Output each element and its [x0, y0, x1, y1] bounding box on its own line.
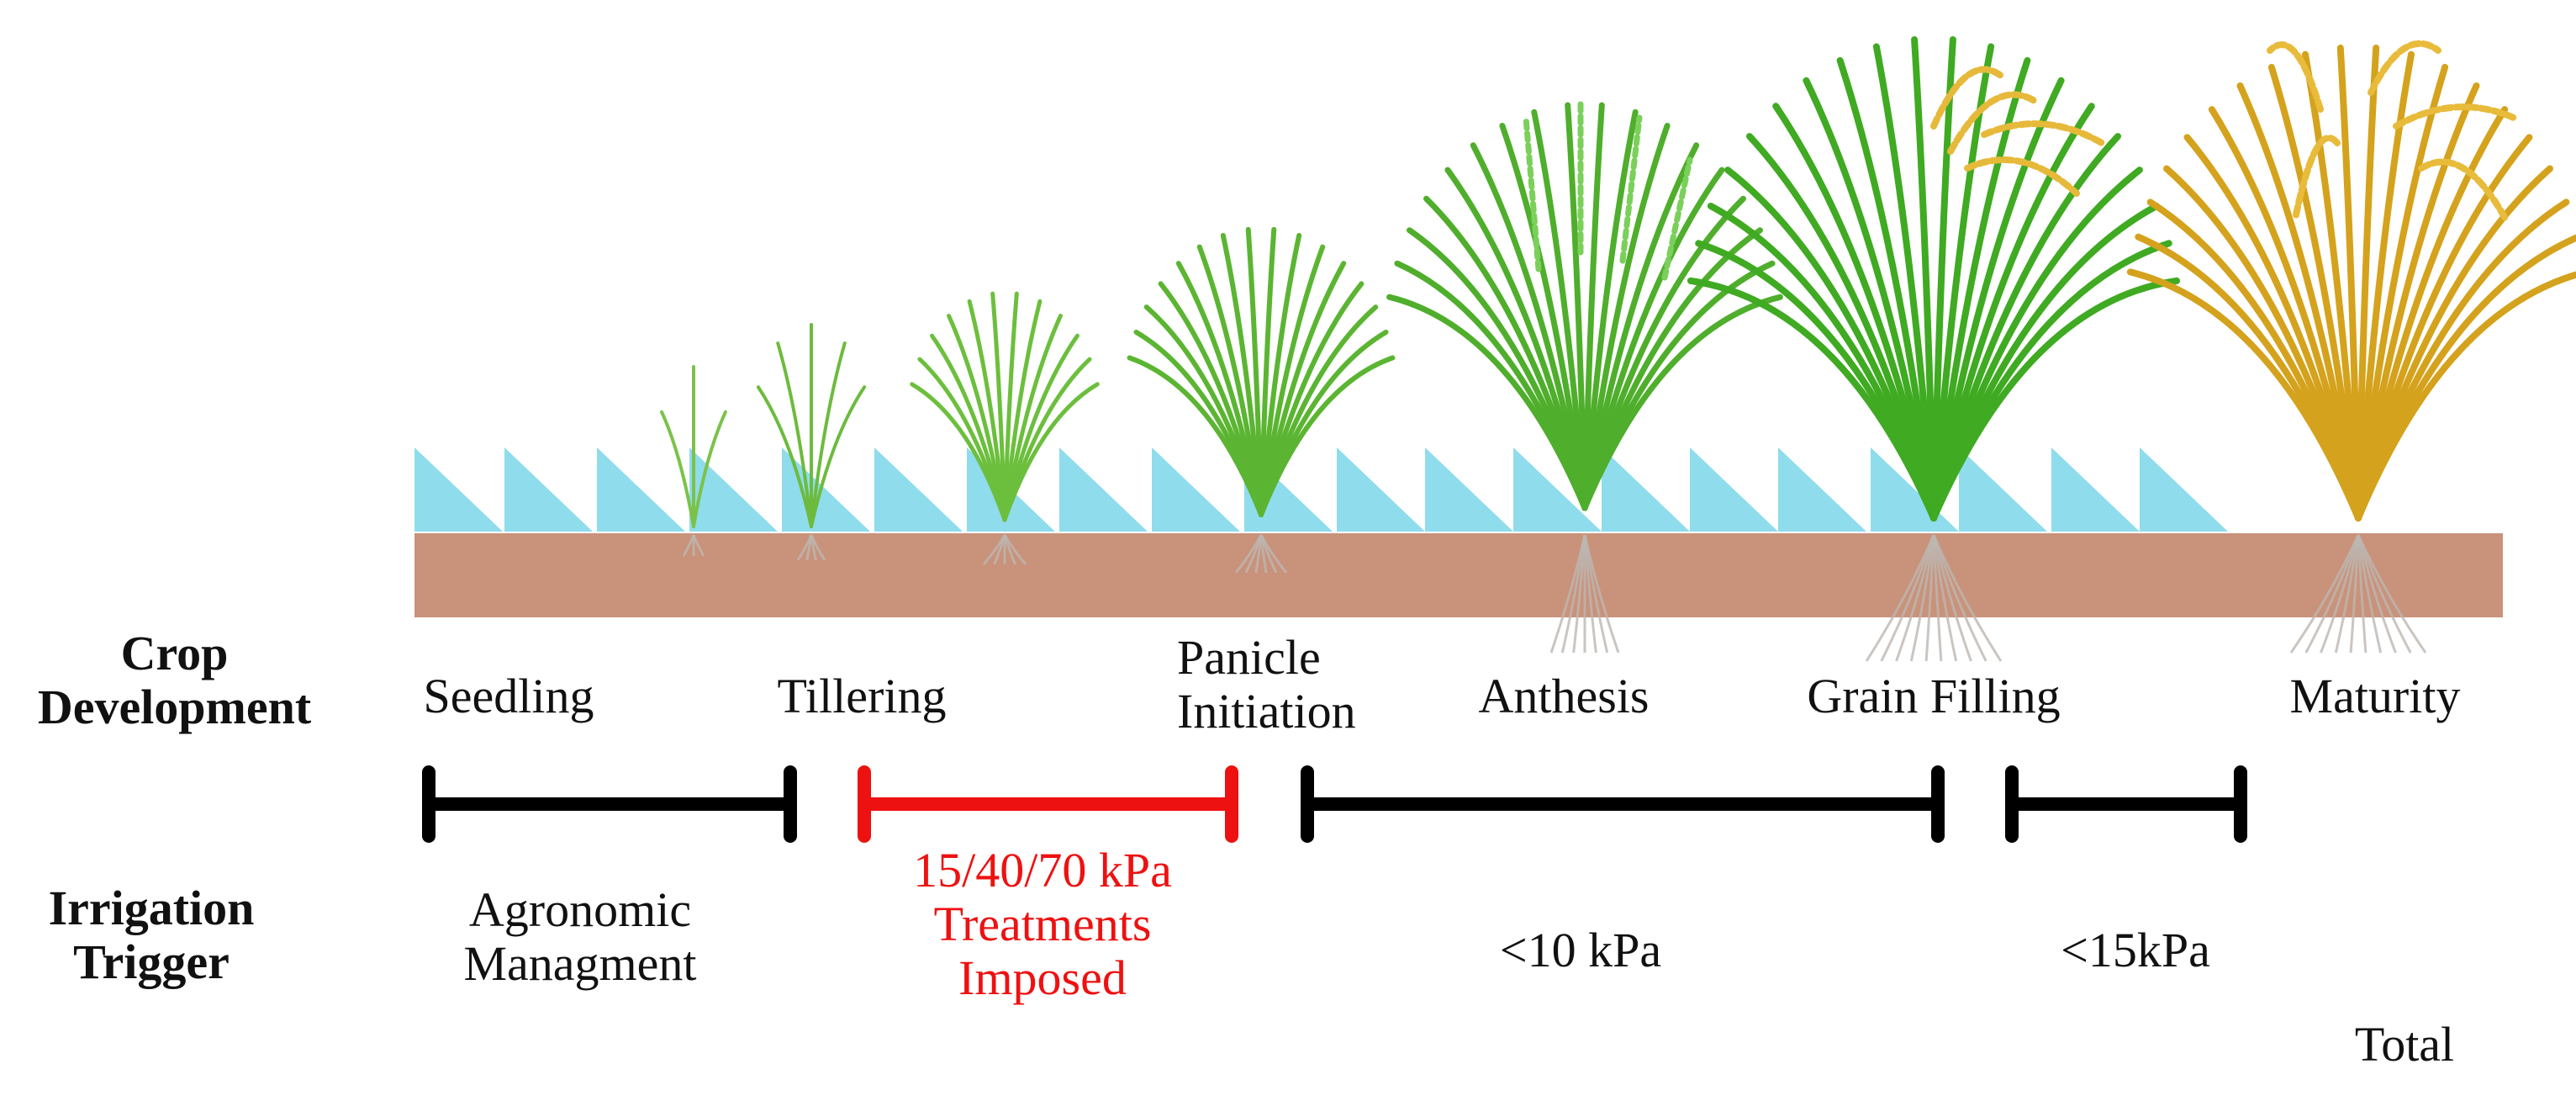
stage-label-seedling: Seedling [423, 669, 594, 723]
plant-maturity [2126, 40, 2576, 521]
total-label: Total [2354, 1017, 2455, 1072]
water-level-icon [1602, 447, 1690, 532]
root-seedling-1 [682, 534, 705, 557]
water-level-icon [504, 447, 593, 532]
grain-head-icon [1930, 66, 2105, 197]
stage-label-grain-filling: Grain Filling [1807, 669, 2061, 723]
root-seedling-2 [796, 534, 826, 561]
root-grain-filling [1865, 534, 2003, 662]
rice-plants [660, 36, 2576, 528]
period-label-under-15kpa: <15kPa [2061, 923, 2210, 977]
plant-panicle-initiation [1127, 226, 1396, 517]
stage-label-tillering: Tillering [777, 669, 947, 723]
plant-anthesis [1386, 98, 1783, 511]
plant-seedling-1 [660, 365, 727, 528]
root-maturity [2289, 534, 2427, 654]
water-level-icon [414, 447, 503, 532]
roots [682, 534, 2427, 662]
water-level-icon [597, 447, 685, 532]
water-level-icon [689, 447, 778, 532]
irrigation-trigger-label: Irrigation Trigger [48, 881, 255, 989]
water-level-icon [2051, 447, 2140, 532]
period-label-treatments: 15/40/70 kPa Treatments Imposed [913, 843, 1172, 1005]
crop-development-label: Crop Development [37, 626, 312, 734]
water-level-icon [2140, 447, 2228, 532]
period-bar-under-15kpa [2005, 765, 2247, 843]
grain-head-icon [2267, 40, 2517, 222]
water-level-icon [782, 447, 870, 532]
stage-label-maturity: Maturity [2289, 669, 2461, 723]
water-level-icon [1778, 447, 1866, 532]
period-bar-under-10kpa [1301, 765, 1945, 843]
water-level-icon [1425, 447, 1513, 532]
plant-seedling-2 [756, 323, 867, 528]
plant-grain-filling [1687, 36, 2181, 521]
root-tillering [982, 534, 1027, 565]
water-level-icon [1690, 447, 1778, 532]
soil-strip [414, 533, 2503, 617]
stage-label-panicle-initiation: Panicle Initiation [1177, 630, 1356, 738]
water-level-icon [874, 447, 963, 532]
stage-label-anthesis: Anthesis [1478, 669, 1650, 723]
root-panicle-initiation [1234, 534, 1288, 574]
water-level-icon [1337, 447, 1425, 532]
period-bars [422, 765, 2247, 843]
water-level-icon [1513, 447, 1602, 532]
period-label-agronomic: Agronomic Managment [463, 882, 697, 991]
water-level-icon [1959, 447, 2047, 532]
period-bar-treatments [858, 765, 1238, 843]
water-level-icon [1152, 447, 1240, 532]
period-label-under-10kpa: <10 kPa [1499, 923, 1662, 977]
panicle-icon [1523, 98, 1693, 281]
period-bar-agronomic [422, 765, 797, 843]
root-anthesis [1549, 534, 1620, 654]
plant-tillering [910, 291, 1100, 522]
water-level-icon [1059, 447, 1148, 532]
